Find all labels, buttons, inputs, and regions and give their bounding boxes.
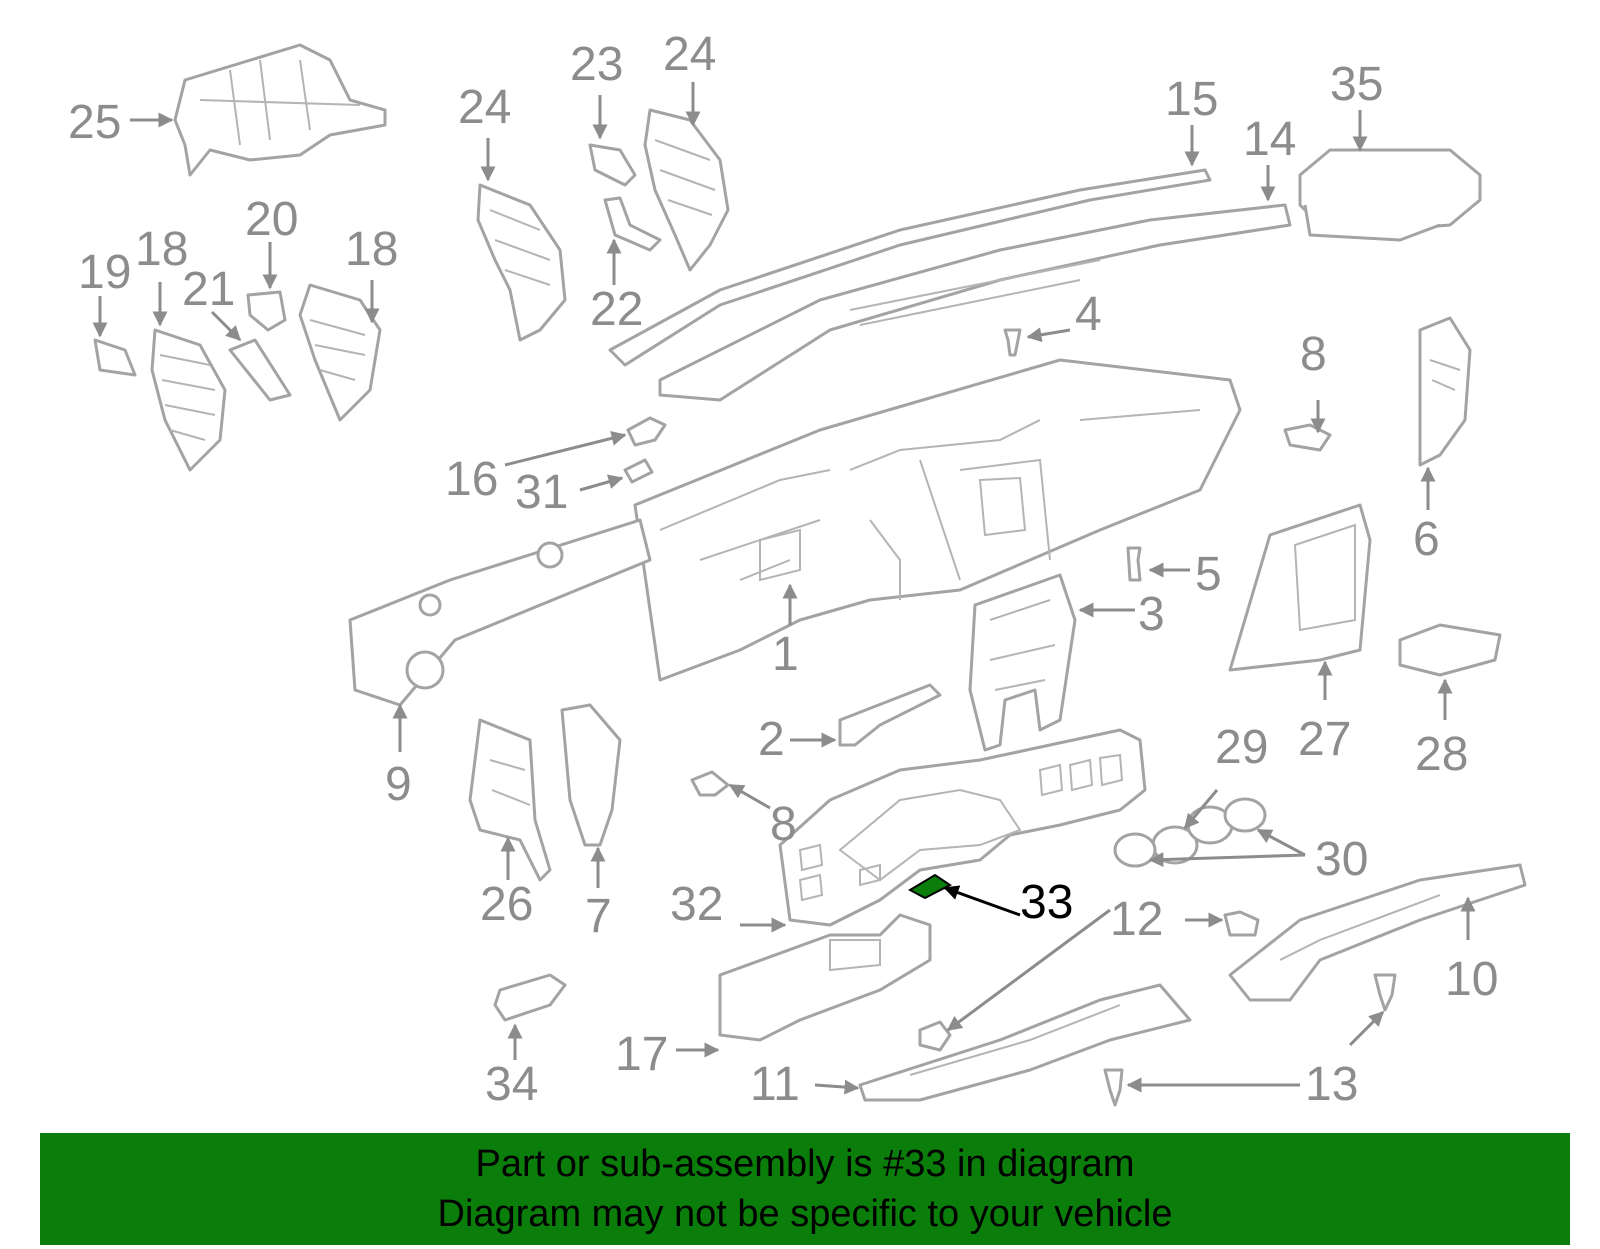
callout-11: 11: [750, 1058, 800, 1111]
callout-24-left: 24: [458, 81, 511, 134]
part-3-bracket: [968, 573, 1077, 752]
part-24-right-panel: [643, 108, 730, 272]
callout-labels: 1 2 3 4 5 6 7 8 8 9 10 11 12 13 14 15 16…: [68, 28, 1498, 1111]
part-33-highlighted: [907, 873, 952, 900]
part-6-trim: [1418, 316, 1472, 467]
part-20-clip: [246, 290, 287, 332]
callout-16: 16: [445, 453, 498, 506]
part-26-bracket: [468, 718, 552, 882]
part-9-crossbar: [348, 518, 652, 707]
callout-22: 22: [590, 283, 643, 336]
part-18-left-bezel: [150, 328, 227, 472]
part-25-bracket: [173, 43, 387, 177]
part-19-clip: [93, 338, 137, 377]
callout-5: 5: [1195, 548, 1222, 601]
part-21-connector: [228, 338, 292, 402]
part-8-clip-lower: [690, 770, 730, 797]
part-7-end-cap: [560, 703, 622, 847]
part-18-right-bezel: [298, 283, 382, 422]
part-13-push-pin-right: [1373, 973, 1397, 1012]
callout-17: 17: [615, 1028, 668, 1081]
part-15-defroster-strip: [608, 168, 1212, 367]
callout-24-right: 24: [663, 28, 716, 81]
callout-30: 30: [1315, 833, 1368, 886]
callout-20: 20: [245, 193, 298, 246]
callout-8-lower: 8: [770, 798, 797, 851]
callout-4: 4: [1075, 288, 1102, 341]
part-27-trim-bezel: [1228, 503, 1372, 672]
part-8-clip-upper: [1283, 423, 1332, 452]
callout-18-left: 18: [135, 223, 188, 276]
callout-29: 29: [1215, 721, 1268, 774]
callout-15: 15: [1165, 73, 1218, 126]
callout-14: 14: [1243, 113, 1296, 166]
callout-23: 23: [570, 38, 623, 91]
part-23-clip: [588, 143, 637, 187]
callout-32: 32: [670, 878, 723, 931]
callout-13: 13: [1305, 1058, 1358, 1111]
callout-1: 1: [772, 628, 799, 681]
callout-27: 27: [1298, 713, 1351, 766]
part-2-wiring-bracket: [838, 683, 942, 747]
callout-3: 3: [1138, 588, 1165, 641]
callout-34: 34: [485, 1058, 538, 1111]
part-12-plug-right: [1223, 910, 1260, 937]
part-30-vent: [1113, 797, 1267, 868]
callout-8-upper: 8: [1300, 328, 1327, 381]
callout-28: 28: [1415, 728, 1468, 781]
leader-lines: [92, 82, 1476, 1095]
part-35-airbag: [1298, 148, 1482, 242]
callout-6: 6: [1413, 513, 1440, 566]
callout-35: 35: [1330, 58, 1383, 111]
banner-line-1: Part or sub-assembly is #33 in diagram: [475, 1143, 1135, 1185]
callout-7: 7: [585, 890, 612, 943]
part-17-knee-panel: [718, 913, 932, 1042]
part-24-left-panel: [476, 183, 567, 342]
part-34-lamp: [493, 973, 567, 1022]
callout-2: 2: [758, 713, 785, 766]
callout-25: 25: [68, 96, 121, 149]
part-14-pad: [658, 203, 1292, 402]
part-32-cluster-bezel: [778, 728, 1147, 927]
callout-18-right: 18: [345, 223, 398, 276]
info-banner: Part or sub-assembly is #33 in diagram D…: [40, 1133, 1570, 1245]
part-4-screw: [1003, 328, 1022, 357]
callout-19: 19: [78, 246, 131, 299]
callout-31: 31: [515, 466, 568, 519]
part-13-push-pin-left: [1103, 1068, 1124, 1107]
part-22-trim: [603, 196, 662, 252]
part-12-plug-left: [918, 1020, 952, 1052]
callout-12: 12: [1110, 893, 1163, 946]
part-5-screw: [1126, 546, 1142, 582]
part-16-clip: [626, 416, 667, 447]
callout-9: 9: [385, 758, 412, 811]
part-1-carrier: [633, 358, 1242, 682]
callout-26: 26: [480, 878, 533, 931]
callout-10: 10: [1445, 953, 1498, 1006]
part-11-lower-bracket: [858, 983, 1192, 1102]
banner-line-2: Diagram may not be specific to your vehi…: [437, 1193, 1173, 1235]
part-28-module: [1398, 623, 1502, 677]
part-29-vent: [1151, 805, 1234, 865]
part-31-clip: [623, 458, 654, 484]
callout-33-highlighted: 33: [1020, 876, 1073, 929]
callout-21: 21: [182, 263, 235, 316]
